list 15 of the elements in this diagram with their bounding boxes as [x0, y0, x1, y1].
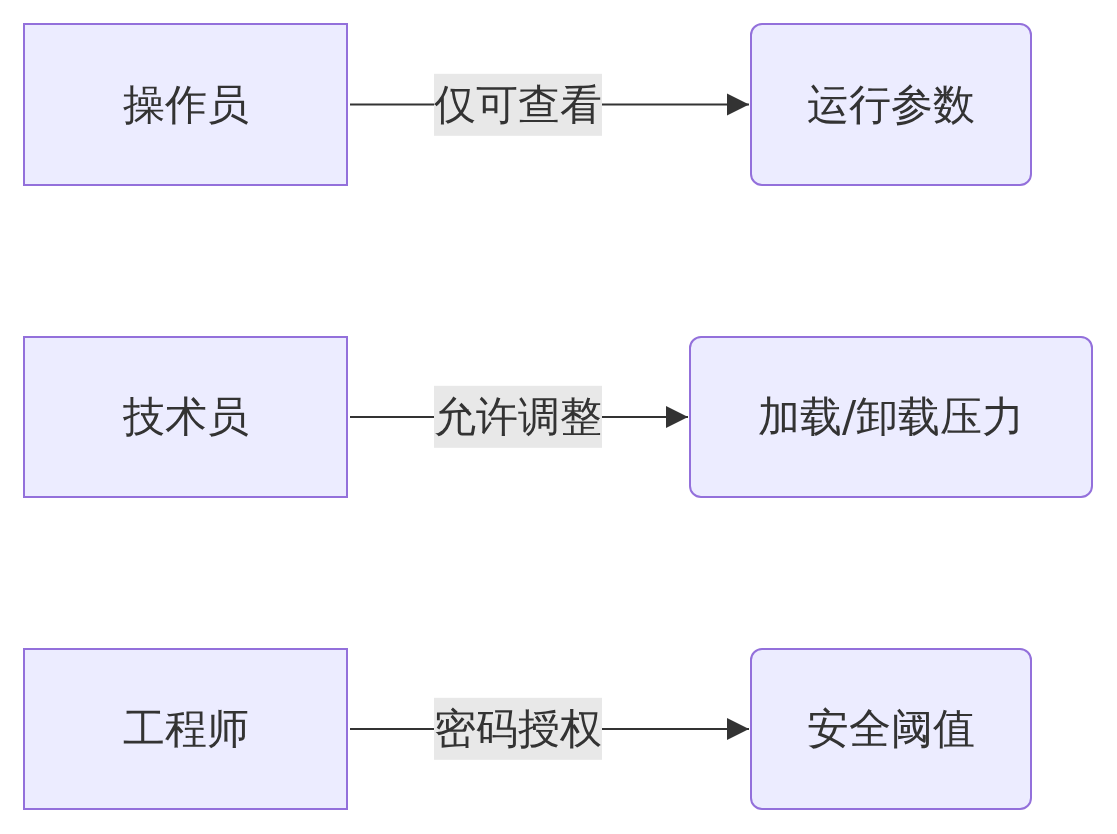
node-label: 运行参数 [807, 78, 975, 131]
node-label: 工程师 [122, 703, 249, 755]
node-label: 操作员 [122, 78, 249, 131]
process-box [23, 336, 348, 498]
process-box [23, 23, 348, 186]
process-box [23, 648, 348, 810]
edge-label: 允许调整 [434, 385, 602, 449]
node-label: 技术员 [122, 391, 249, 443]
edge-label: 密码授权 [434, 697, 602, 761]
process-box [750, 648, 1032, 810]
process-box [750, 23, 1032, 186]
edge-label: 仅可查看 [434, 73, 602, 136]
process-box [689, 336, 1093, 498]
node-label: 安全阈值 [807, 703, 975, 755]
node-label: 加载/卸载压力 [757, 391, 1025, 443]
